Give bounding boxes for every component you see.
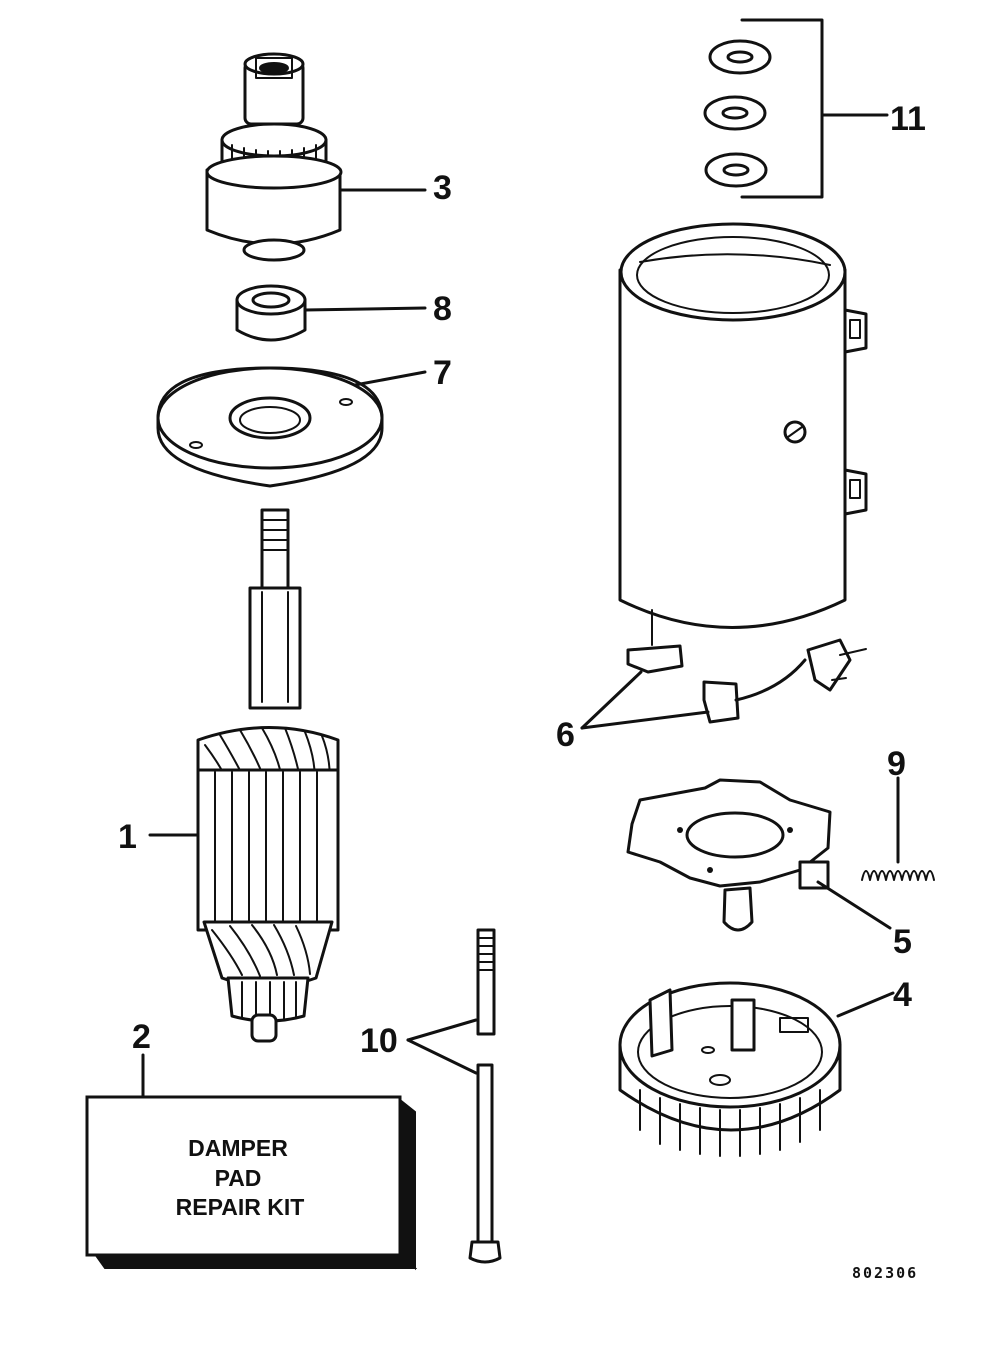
bushing: [235, 284, 307, 342]
starter-drive: [205, 52, 343, 262]
end-plate: [156, 366, 384, 488]
spring: [861, 870, 935, 881]
callout-8: 8: [433, 290, 452, 328]
callout-2: 2: [132, 1018, 151, 1056]
repair-kit-box: DAMPER PAD REPAIR KIT: [85, 1095, 418, 1271]
callout-10: 10: [360, 1022, 398, 1060]
brushes: [626, 609, 867, 724]
callout-6: 6: [556, 716, 575, 754]
frame-housing: [618, 222, 868, 629]
kit-label-line-1: DAMPER: [188, 1135, 288, 1161]
callout-5: 5: [893, 923, 912, 961]
callout-9: 9: [887, 745, 906, 783]
washers: [703, 39, 772, 188]
end-cap: [618, 981, 842, 1157]
kit-label-line-3: REPAIR KIT: [176, 1194, 305, 1220]
callout-7: 7: [433, 354, 452, 392]
callout-3: 3: [433, 169, 452, 207]
callout-11: 11: [890, 100, 926, 138]
through-bolts: [468, 928, 502, 1264]
callout-1: 1: [118, 818, 137, 856]
armature: [196, 508, 340, 1043]
brush-plate: [626, 778, 832, 932]
figure-number: 802306: [852, 1264, 918, 1282]
kit-label-line-2: PAD: [215, 1165, 262, 1191]
callout-4: 4: [893, 976, 912, 1014]
leader-lines: [141, 18, 900, 1099]
